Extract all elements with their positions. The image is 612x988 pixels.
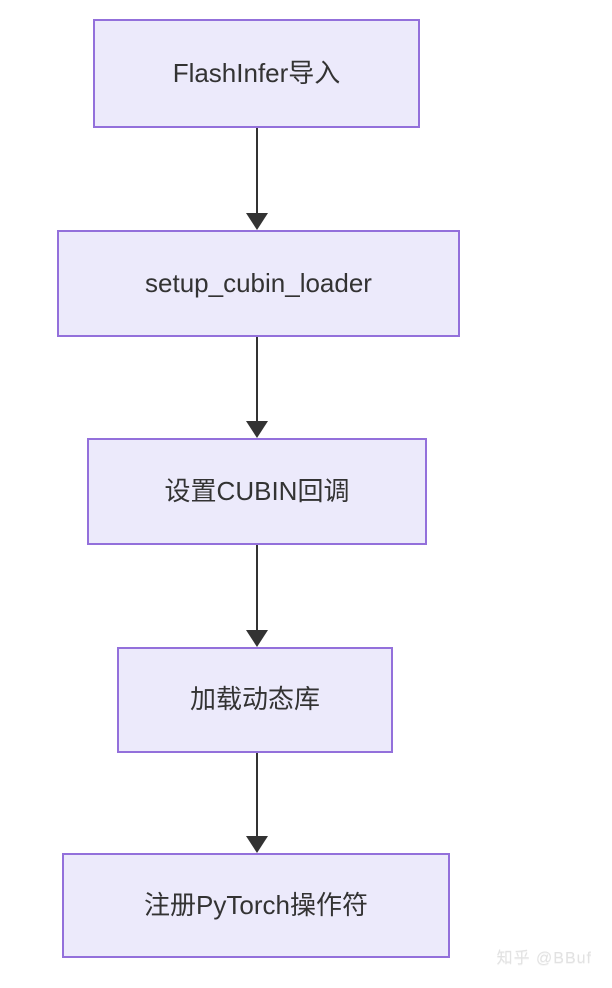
flow-node-label: setup_cubin_loader (145, 267, 372, 298)
flow-edge-1 (245, 128, 269, 230)
flow-node-set-cubin-callback: 设置CUBIN回调 (87, 438, 427, 545)
flow-node-flashinfer-import: FlashInfer导入 (93, 19, 420, 128)
edge-line (256, 545, 258, 630)
arrowhead-down-icon (246, 836, 268, 853)
zhihu-watermark: 知乎 @BBuf (496, 950, 592, 967)
flow-node-label: 加载动态库 (189, 684, 320, 715)
arrowhead-down-icon (246, 213, 268, 230)
flow-node-label: 注册PyTorch操作符 (144, 889, 368, 920)
flow-node-label: 设置CUBIN回调 (164, 475, 350, 506)
flow-node-setup-cubin-loader: setup_cubin_loader (57, 230, 460, 337)
flow-edge-4 (245, 753, 269, 853)
arrowhead-down-icon (246, 421, 268, 438)
arrowhead-down-icon (246, 630, 268, 647)
flow-edge-3 (245, 545, 269, 647)
edge-line (256, 337, 258, 421)
flow-node-load-dynamic-library: 加载动态库 (117, 647, 393, 753)
edge-line (256, 128, 258, 213)
edge-line (256, 753, 258, 836)
flow-node-register-pytorch-operators: 注册PyTorch操作符 (62, 853, 450, 958)
flow-node-label: FlashInfer导入 (172, 57, 341, 88)
flow-edge-2 (245, 337, 269, 438)
